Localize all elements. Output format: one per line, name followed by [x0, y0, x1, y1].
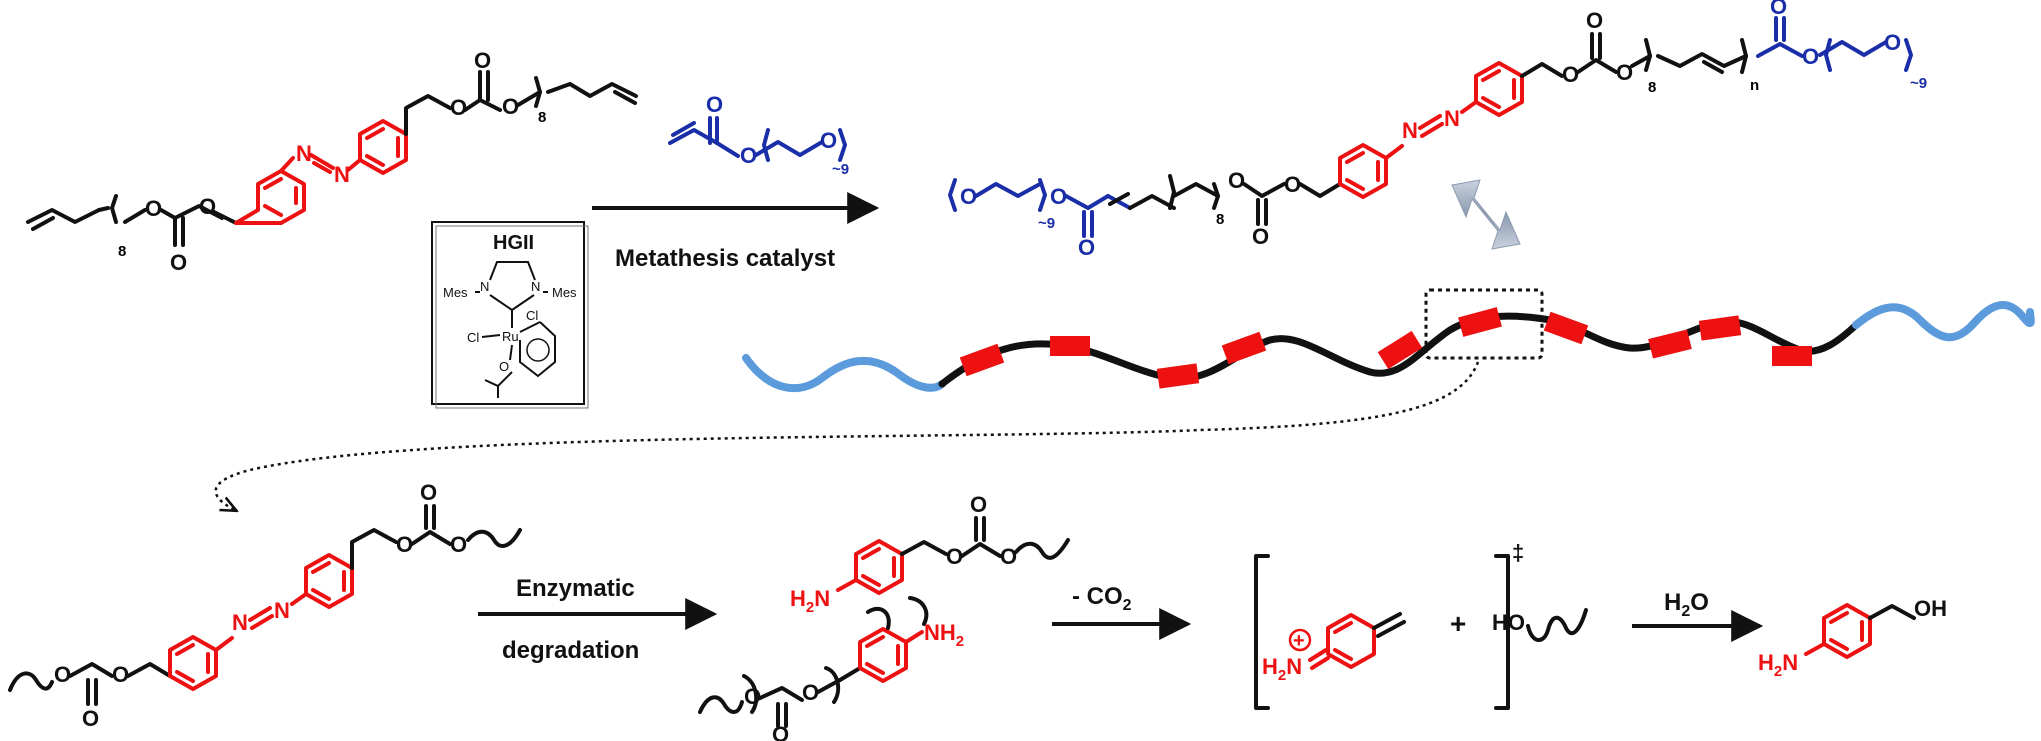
oxygen-label: O	[970, 492, 987, 517]
oxygen-label: O	[1284, 172, 1301, 197]
oh-label: OH	[1914, 596, 1947, 621]
ho-label: HO	[1492, 610, 1525, 635]
enzymatic-label: Enzymatic	[516, 575, 635, 602]
h2n-label: H2N	[790, 586, 830, 616]
oxygen-label: O	[1586, 8, 1603, 33]
cleaving-fragment: O O O NH2	[698, 596, 964, 741]
oxygen-label: O	[1050, 184, 1067, 209]
azo-segment	[1156, 363, 1200, 389]
hydroxyl-fragment: HO	[1492, 608, 1588, 642]
cl-label: Cl	[526, 308, 538, 323]
nitrogen-label: N	[1444, 106, 1460, 131]
positive-charge: +	[1293, 630, 1305, 652]
equivalence-arrow	[1451, 179, 1521, 250]
mes-label: Mes	[552, 285, 577, 300]
oxygen-label: O	[820, 128, 837, 153]
nitrogen-label: N	[296, 141, 312, 166]
oxygen-label: O	[1770, 0, 1787, 19]
metathesis-catalyst-label: Metathesis catalyst	[615, 245, 835, 272]
enzymatic-arrow: Enzymatic degradation	[478, 575, 718, 664]
oxygen-label: O	[450, 532, 467, 557]
polymer-peg-subscript-right: ~9	[1910, 75, 1927, 92]
hgii-catalyst-box: HGII Mes N N Mes Ru Cl Cl O	[431, 221, 589, 409]
n-label: N	[531, 279, 540, 294]
hydrolysis-arrow: H2O	[1632, 589, 1764, 642]
plus-sign: +	[1450, 608, 1466, 639]
nitrogen-label: N	[334, 162, 350, 187]
oxygen-label: O	[450, 95, 467, 120]
oxygen-label: O	[145, 196, 162, 221]
oxygen-label: O	[1252, 224, 1269, 249]
azo-segment	[1648, 329, 1692, 359]
co2-label: - CO2	[1072, 583, 1132, 614]
aminobenzyl-alcohol-product: H2N OH	[1758, 596, 1947, 680]
oxygen-label: O	[772, 722, 789, 741]
polymer-cartoon	[214, 288, 2035, 510]
nh2-label: NH2	[924, 620, 964, 650]
monomer-subscript-left: 8	[118, 243, 126, 260]
azo-segment	[1050, 336, 1090, 356]
oxygen-label: O	[1802, 44, 1819, 69]
n-label: N	[480, 279, 489, 294]
polymer-subscript-8: 8	[1648, 79, 1656, 96]
oxygen-label: O	[502, 94, 519, 119]
polymer-subscript-n: n	[1750, 77, 1759, 94]
azo-segments	[959, 307, 1812, 389]
oxygen-label: O	[82, 706, 99, 731]
aza-quinone-methide-intermediate: ‡ H2N +	[1254, 540, 1524, 710]
decarboxylation-arrow: - CO2	[1052, 583, 1192, 640]
oxygen-label: O	[740, 143, 757, 168]
polymer-peg-subscript-left: ~9	[1038, 215, 1055, 232]
oxygen-label: O	[54, 662, 71, 687]
azo-segment	[1458, 307, 1502, 337]
ru-label: Ru	[502, 329, 519, 344]
oxygen-label: O	[1000, 544, 1017, 569]
metathesis-arrow: Metathesis catalyst	[592, 192, 880, 272]
azo-segment	[1377, 330, 1423, 370]
monomer-subscript-right: 8	[538, 109, 546, 126]
azo-segment	[1698, 315, 1742, 341]
aniline-carbonate-fragment: H2N O O O	[790, 492, 1070, 616]
catalyst-title: HGII	[493, 232, 534, 254]
peg-acrylate: O O O ~9	[668, 92, 849, 178]
oxygen-label: O	[706, 92, 723, 117]
oxygen-label: O	[420, 480, 437, 505]
degradation-label: degradation	[502, 637, 639, 664]
iminium-h2n-label: H2N	[1262, 654, 1302, 684]
oxygen-label: O	[1078, 235, 1095, 260]
azo-fragment: O O O N N O O O	[8, 480, 522, 731]
copolymer-structure: O ~9 O O 8 O O O N N O O O	[948, 0, 1927, 260]
polymer-subscript-8: 8	[1216, 211, 1224, 228]
oxygen-label: O	[199, 194, 216, 219]
o-label: O	[499, 359, 509, 374]
h2o-label: H2O	[1664, 589, 1709, 620]
azo-segment	[1543, 311, 1589, 345]
azo-segment	[1772, 346, 1812, 366]
azo-segment	[1221, 331, 1267, 365]
double-dagger: ‡	[1512, 540, 1524, 565]
oxygen-label: O	[802, 680, 819, 705]
azo-segment	[959, 343, 1005, 377]
oxygen-label: O	[170, 250, 187, 275]
oxygen-label: O	[1884, 30, 1901, 55]
acrylate-subscript: ~9	[832, 161, 849, 178]
mes-label: Mes	[443, 285, 468, 300]
nitrogen-label: N	[232, 610, 248, 635]
oxygen-label: O	[396, 532, 413, 557]
zoom-connector	[214, 361, 1480, 510]
oxygen-label: O	[1616, 60, 1633, 85]
azo-dicarbonate-monomer: 8 O O O N N O O O 8	[26, 48, 638, 275]
oxygen-label: O	[960, 184, 977, 209]
oxygen-label: O	[112, 662, 129, 687]
oxygen-label: O	[1562, 62, 1579, 87]
h2n-label: H2N	[1758, 650, 1798, 680]
nitrogen-label: N	[1402, 118, 1418, 143]
oxygen-label: O	[1228, 168, 1245, 193]
zoom-box	[1424, 288, 1544, 360]
cl-label: Cl	[467, 330, 479, 345]
oxygen-label: O	[946, 544, 963, 569]
oxygen-label: O	[474, 48, 491, 73]
nitrogen-label: N	[274, 598, 290, 623]
